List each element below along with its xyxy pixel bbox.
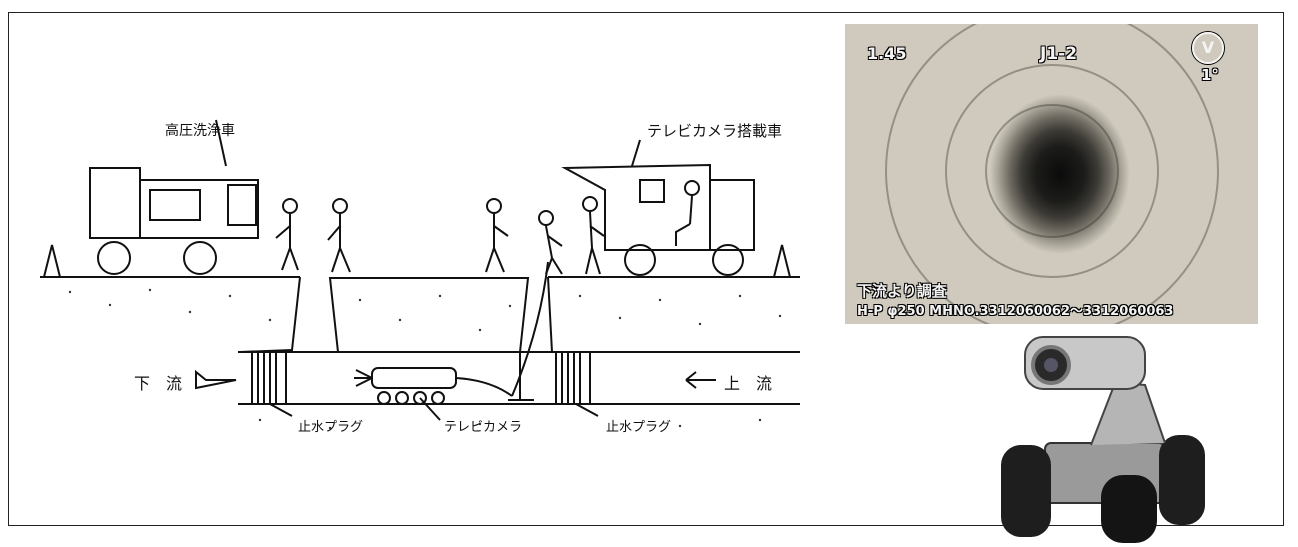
water-stop-plug-left bbox=[251, 351, 287, 405]
robot-track-left bbox=[1001, 445, 1051, 537]
pipe-ring bbox=[945, 64, 1159, 278]
soil-block-right bbox=[547, 276, 800, 353]
osd-caption-line2: H-P φ250 MHNO.3312060062～3312060063 bbox=[857, 304, 1174, 319]
osd-caption-line1: 下流より調査 bbox=[857, 282, 947, 300]
direction-badge: V bbox=[1192, 32, 1224, 64]
robot-track-front bbox=[1101, 475, 1157, 543]
camera-cable bbox=[511, 261, 549, 397]
soil-block-middle bbox=[328, 277, 530, 353]
worker-1 bbox=[275, 198, 299, 271]
pipe-ring bbox=[885, 24, 1219, 324]
upstream-arrow bbox=[685, 371, 716, 389]
pipe-interior-photo: 1.45 J1-2 V 1° 下流より調査 H-P φ250 MHNO.3312… bbox=[845, 24, 1258, 324]
worker-4 bbox=[538, 210, 563, 275]
soil-block-left bbox=[239, 276, 301, 353]
direction-badge-letter: V bbox=[1201, 38, 1215, 57]
label-tv-camera-truck: テレビカメラ搭載車 bbox=[647, 122, 783, 140]
pipe-ring bbox=[985, 104, 1119, 238]
label-downstream: 下 流 bbox=[134, 374, 183, 393]
worker-2 bbox=[327, 198, 351, 273]
worker-5 bbox=[582, 196, 605, 275]
worker-3 bbox=[485, 198, 509, 273]
traffic-cone-right bbox=[772, 244, 792, 278]
water-stop-plug-right bbox=[555, 351, 591, 405]
tv-camera-truck bbox=[561, 139, 755, 276]
plug-leader-left bbox=[269, 403, 293, 417]
camera-lens-center-icon bbox=[1044, 358, 1058, 372]
osd-counter: 1.45 bbox=[867, 44, 907, 63]
crawler-camera-robot bbox=[1001, 336, 1205, 543]
label-upstream: 上 流 bbox=[724, 374, 773, 393]
label-water-stop-plug-right: 止水プラグ bbox=[606, 420, 672, 435]
tv-camera-crawler bbox=[354, 367, 513, 405]
osd-tilt: 1° bbox=[1201, 66, 1219, 84]
camera-leader bbox=[419, 397, 441, 421]
plug-leader-right bbox=[575, 403, 599, 417]
label-water-stop-plug-left: 止水プラグ bbox=[298, 420, 364, 435]
downstream-arrow bbox=[195, 369, 237, 390]
high-pressure-wash-truck bbox=[89, 119, 259, 275]
label-high-pressure-wash-truck: 高圧洗浄車 bbox=[165, 123, 235, 139]
robot-track-right bbox=[1159, 435, 1205, 525]
label-tv-camera: テレビカメラ bbox=[444, 420, 523, 435]
worker-6 bbox=[675, 180, 700, 246]
robot-arm bbox=[1090, 381, 1166, 446]
osd-manhole-id: J1-2 bbox=[1040, 44, 1078, 64]
traffic-cone-left bbox=[42, 244, 62, 278]
soil-texture bbox=[68, 288, 782, 430]
